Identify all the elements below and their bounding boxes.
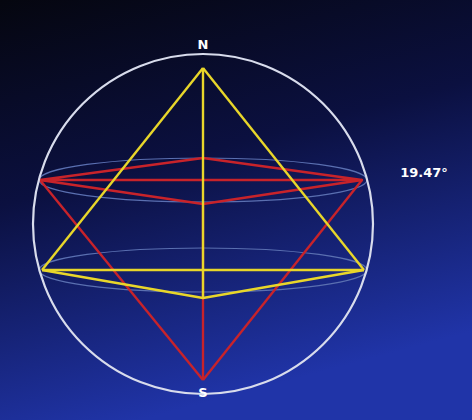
yellow-edge: [203, 68, 364, 270]
sphere-outline: [33, 54, 373, 394]
red-front-edges: [40, 180, 362, 204]
red-edge: [203, 180, 362, 380]
yellow-back-edge: [42, 269, 364, 271]
angle-label: 19.47°: [400, 166, 448, 179]
pole-label: S: [198, 386, 207, 399]
pole-label: N: [198, 38, 209, 51]
red-back-edges: [40, 158, 362, 180]
yellow-front-edges: [42, 270, 364, 298]
yellow-edge: [42, 68, 203, 270]
yellow-tetrahedron: [42, 68, 364, 298]
red-edge: [40, 180, 203, 380]
yellow-edge: [202, 68, 204, 298]
